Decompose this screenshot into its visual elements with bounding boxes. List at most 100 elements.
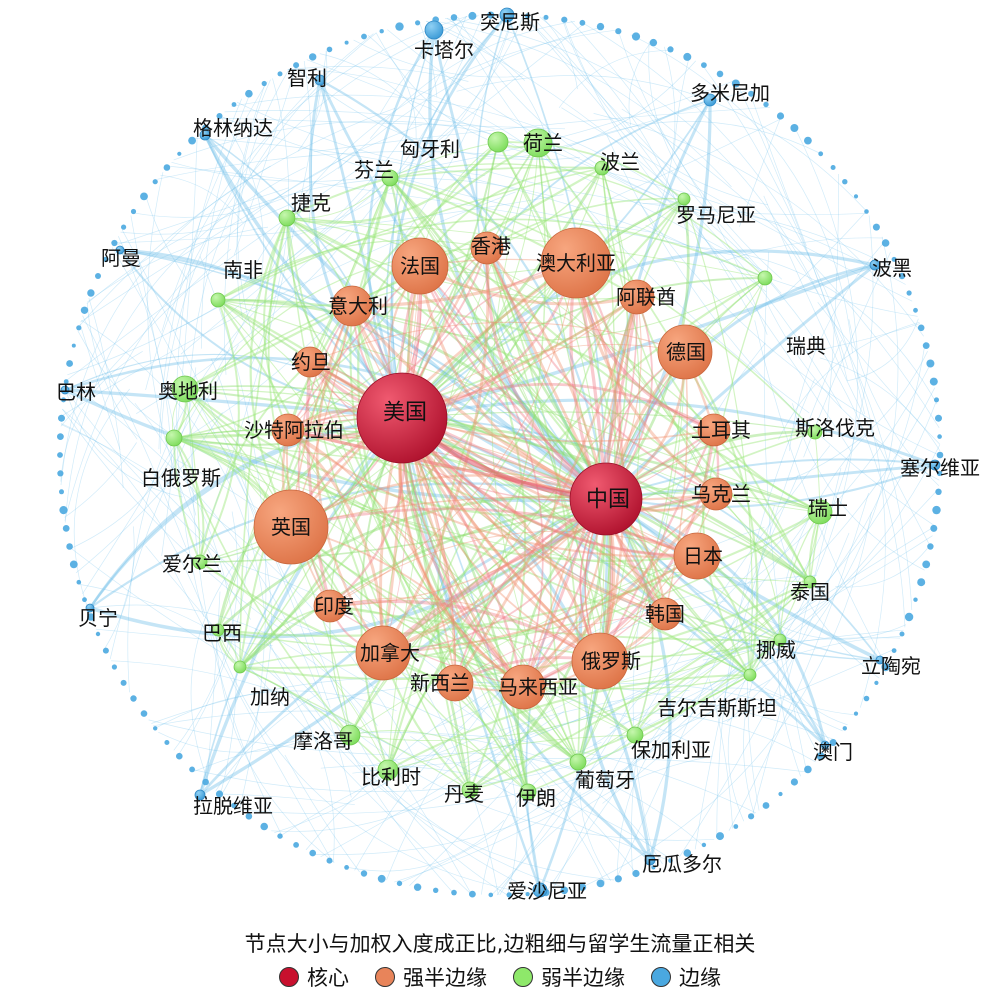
- flow-edge: [286, 217, 717, 495]
- flow-edge: [454, 613, 666, 684]
- flow-edge: [570, 20, 768, 335]
- flow-edge: [634, 674, 751, 736]
- flow-edge: [570, 120, 821, 154]
- flow-edge: [290, 496, 607, 528]
- flow-edge: [605, 498, 827, 746]
- flow-edge: [541, 16, 578, 90]
- node-label: 阿联酋: [616, 285, 676, 309]
- flow-edge: [445, 18, 819, 294]
- node-weak: [377, 759, 399, 781]
- ring-dot: [778, 791, 783, 797]
- flow-edge: [599, 429, 715, 662]
- flow-edge: [806, 323, 921, 353]
- node-label: 拉脱维亚: [193, 794, 273, 818]
- node-weak: [626, 726, 644, 744]
- flow-edge: [329, 597, 601, 662]
- flow-edge: [173, 15, 515, 446]
- flow-edge: [573, 777, 663, 865]
- flow-edge: [204, 134, 403, 419]
- flow-edge: [592, 526, 935, 746]
- ring-dot: [277, 833, 283, 839]
- flow-edge: [401, 417, 666, 615]
- flow-edge: [319, 79, 608, 500]
- node-label: 马来西亚: [498, 675, 578, 699]
- flow-edge: [199, 561, 456, 685]
- flow-edge: [779, 511, 821, 641]
- flow-edge: [223, 82, 266, 375]
- flow-edge: [367, 35, 417, 140]
- flow-edge: [434, 682, 843, 732]
- legend-swatch-strong: [375, 967, 395, 987]
- node-label: 多米尼加: [690, 81, 770, 105]
- flow-edge: [219, 793, 355, 806]
- flow-edge: [329, 674, 508, 896]
- node-label: 摩洛哥: [293, 729, 353, 753]
- flow-edge: [184, 388, 698, 562]
- flow-edge: [349, 498, 607, 736]
- flow-edge: [604, 263, 876, 501]
- node-strong: [571, 632, 629, 690]
- flow-edge: [290, 526, 781, 658]
- flow-edge: [64, 388, 607, 503]
- ring-dot: [360, 870, 368, 877]
- node-weak: [569, 753, 587, 771]
- flow-edge: [287, 428, 607, 501]
- flow-edge: [88, 297, 124, 488]
- ring-dot: [935, 488, 942, 495]
- ring-dot: [667, 46, 674, 53]
- ring-dot: [934, 397, 939, 403]
- ring-dot: [293, 62, 300, 69]
- flow-edge: [239, 772, 598, 815]
- flow-edge: [147, 172, 251, 620]
- ring-dot: [293, 842, 299, 848]
- flow-edge: [166, 555, 333, 863]
- flow-edge: [496, 141, 811, 583]
- flow-edge: [89, 416, 403, 609]
- node-label: 意大利: [328, 294, 388, 318]
- flow-edge: [119, 249, 403, 420]
- node-label: 葡萄牙: [575, 768, 635, 792]
- ring-dot: [130, 695, 137, 702]
- ring-dot: [936, 470, 943, 477]
- flow-edge: [233, 64, 297, 256]
- node-strong: [697, 413, 731, 447]
- flow-edge: [290, 526, 524, 688]
- flow-edge: [329, 605, 579, 763]
- node-strong: [657, 324, 713, 380]
- flow-edge: [400, 417, 542, 891]
- flow-edge: [173, 437, 811, 583]
- ring-dot: [451, 889, 457, 896]
- flow-edge: [645, 224, 918, 317]
- flow-edge: [249, 217, 292, 528]
- flow-edge: [609, 444, 941, 729]
- ring-dot: [913, 307, 918, 313]
- flow-edge: [111, 247, 341, 703]
- flow-edge: [400, 417, 579, 764]
- flow-edge: [217, 299, 529, 793]
- node-label: 匈牙利: [400, 137, 460, 161]
- node-edge: [199, 129, 211, 141]
- flow-edge: [160, 174, 243, 223]
- node-label: 罗马尼亚: [676, 203, 756, 227]
- flow-edge: [60, 165, 271, 486]
- flow-edge: [747, 505, 775, 811]
- flow-edge: [66, 164, 365, 381]
- flow-edge: [173, 428, 666, 615]
- ring-dot: [683, 52, 692, 61]
- ring-dot: [111, 239, 118, 247]
- flow-edge: [219, 115, 652, 233]
- flow-edge: [545, 518, 809, 893]
- flow-edge: [561, 107, 913, 302]
- ring-dot: [762, 802, 770, 809]
- flow-edge: [450, 17, 810, 414]
- ring-dot: [344, 865, 349, 870]
- flow-edge: [493, 724, 518, 895]
- flow-edge: [217, 177, 391, 631]
- flow-edge: [239, 141, 499, 668]
- ring-dot: [891, 256, 897, 262]
- node-label: 塞尔维亚: [900, 456, 980, 480]
- node-label: 日本: [683, 544, 723, 568]
- ring-dot: [260, 822, 269, 831]
- flow-edge: [287, 429, 607, 500]
- ring-dot: [189, 766, 196, 773]
